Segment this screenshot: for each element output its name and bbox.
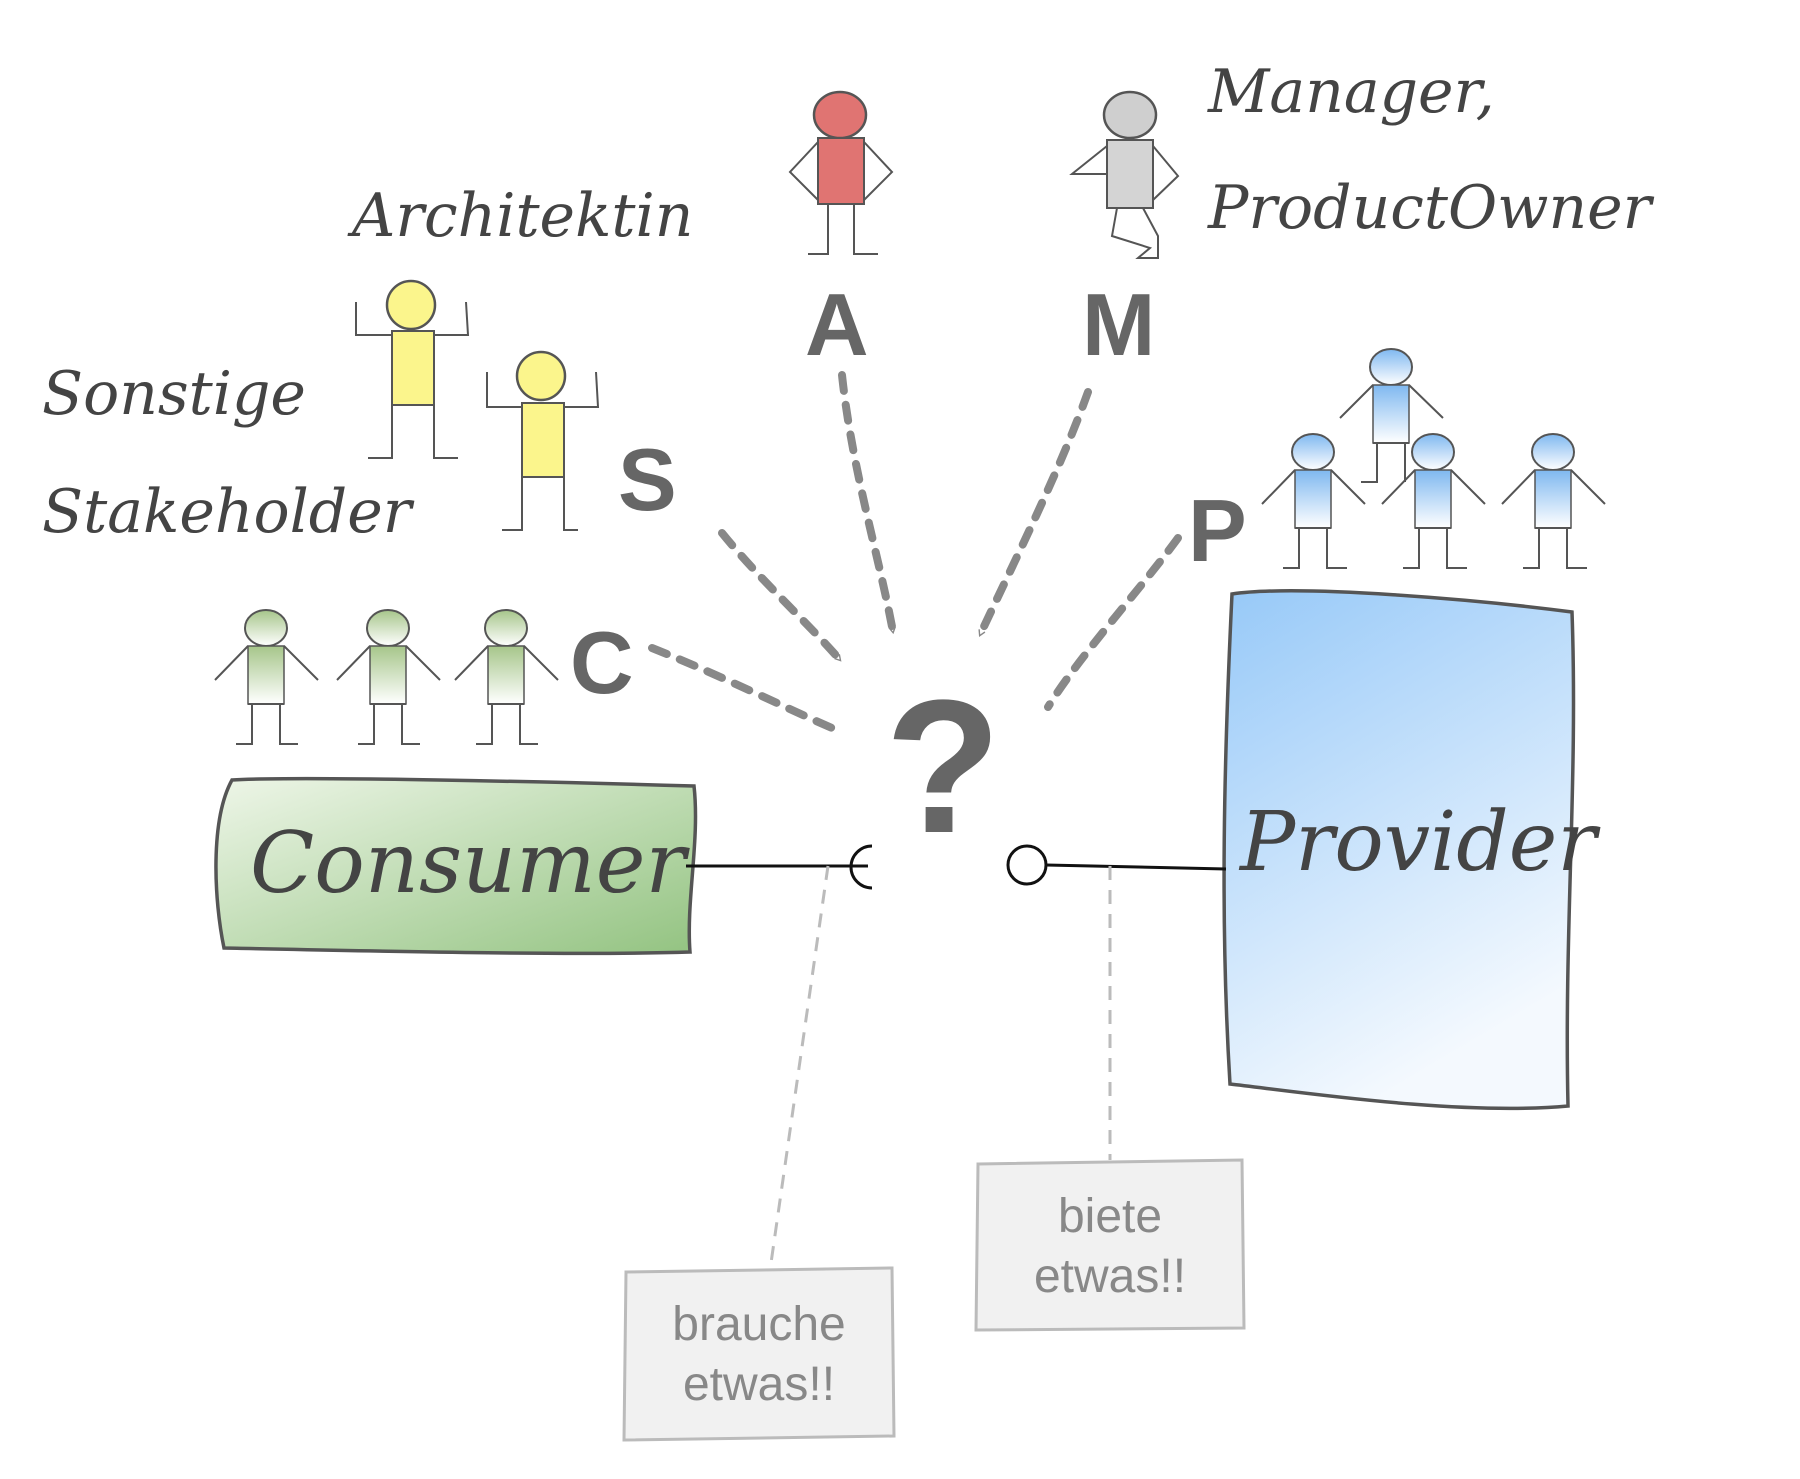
provider-team-figure-icon [1339,348,1444,483]
consumer-note-line1: brauche [672,1298,845,1351]
architect-label: Architektin [347,181,693,251]
arrow-manager [976,388,1092,639]
manager-figure-icon [1069,90,1180,259]
question-mark: ? [885,661,1001,873]
provider-note: biete etwas!! [974,1158,1246,1332]
consumer-team-figure-icon [336,609,441,745]
provider-component[interactable]: Provider [1222,589,1601,1111]
consumer-team-figure-icon [214,609,319,745]
arrow-stakeholder [718,529,844,664]
stakeholder-label-line1: Sonstige [42,359,306,429]
provider-team-figure-icon [1261,433,1366,569]
stakeholder-figure-icon [355,279,470,459]
consumer-note: brauche etwas!! [622,1266,896,1442]
note-leaders [768,865,1112,1271]
provider-note-line2: etwas!! [1034,1250,1186,1303]
architect-letter: A [805,275,869,374]
consumer-team-figure-icon [454,609,559,745]
consumer-letter: C [570,613,634,712]
provider-note-line1: biete [1058,1190,1162,1243]
arrow-provider [1044,534,1182,711]
consumer-note-line2: etwas!! [683,1358,835,1411]
stakeholder-label-line2: Stakeholder [42,477,415,547]
arrow-architect [838,371,897,636]
provider-letter: P [1188,481,1247,580]
provider-team-figure-icon [1381,433,1486,569]
stakeholder-figure-icon [486,350,600,531]
manager-label-line2: ProductOwner [1207,173,1655,243]
architect-figure-icon [788,90,894,255]
arrow-consumer [648,644,836,732]
provider-label: Provider [1238,795,1601,890]
provided-interface-ball-icon [1006,844,1227,886]
consumer-label: Consumer [250,814,691,912]
provider-team-figure-icon [1501,433,1606,569]
consumer-component[interactable]: Consumer [214,776,698,956]
required-interface-socket-icon [686,844,873,890]
manager-label-line1: Manager, [1207,57,1495,127]
stakeholder-letter: S [618,430,677,529]
manager-letter: M [1082,275,1155,374]
role-arrows [648,371,1182,732]
